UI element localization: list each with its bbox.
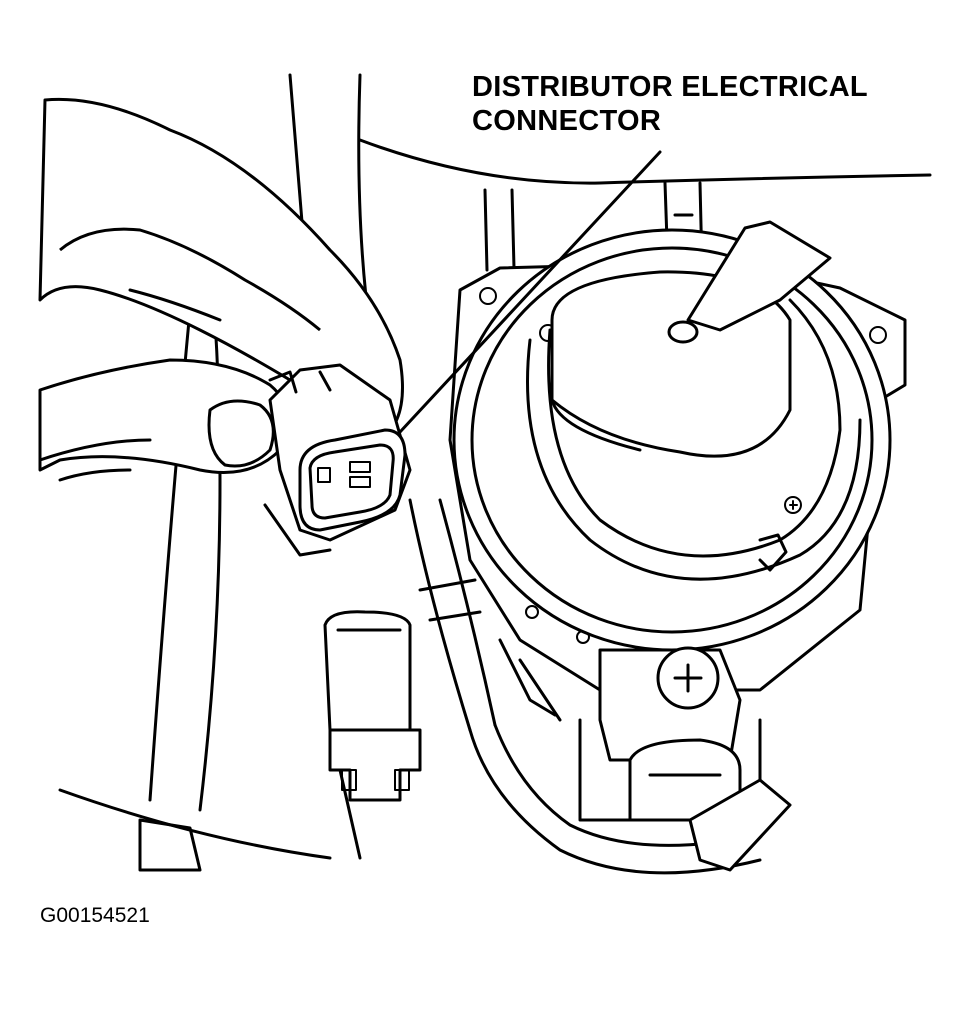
figure-id: G00154521 [40,904,150,927]
distributor-electrical-connector [263,363,412,557]
callout-leader-line [398,150,662,434]
callout-label: DISTRIBUTOR ELECTRICAL CONNECTOR [472,70,868,138]
harness-connector-body [323,610,422,802]
callout-line-2: CONNECTOR [472,105,662,137]
distributor-shaft [578,646,762,822]
rotor [550,220,832,458]
callout-line-1: DISTRIBUTOR ELECTRICAL [472,71,868,103]
wiring-harness [408,498,792,875]
